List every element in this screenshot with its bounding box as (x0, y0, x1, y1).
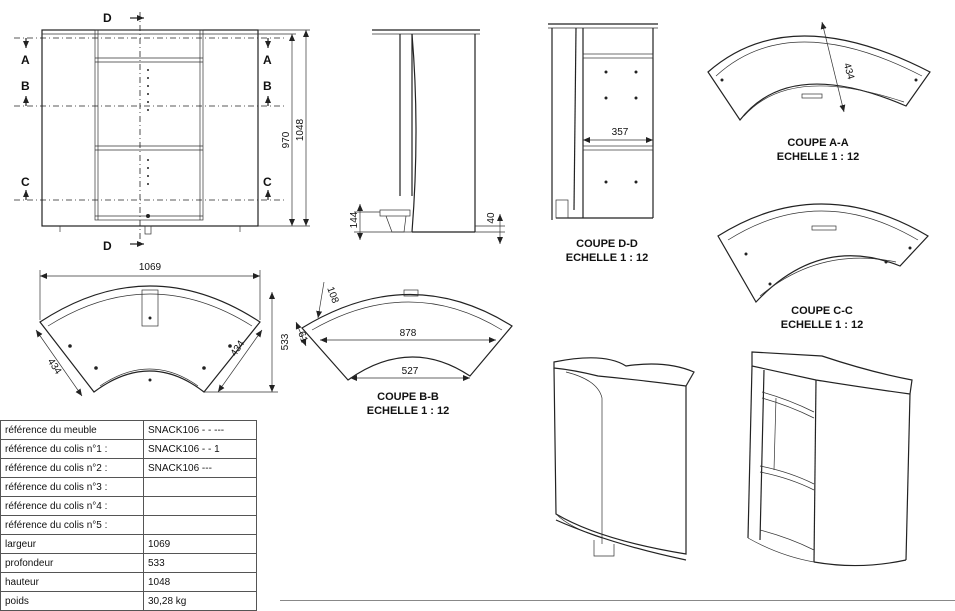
spec-label: référence du meuble (0, 420, 144, 440)
spec-label: référence du colis n°1 : (0, 439, 144, 459)
spec-value: 30,28 kg (143, 591, 257, 611)
spec-label: poids (0, 591, 144, 611)
cut-letter-b-left: B (21, 79, 30, 93)
spec-value: 533 (143, 553, 257, 573)
spec-label: profondeur (0, 553, 144, 573)
spec-value (143, 477, 257, 497)
cut-letter-d-bottom: D (103, 239, 112, 253)
spec-label: largeur (0, 534, 144, 554)
spec-value (143, 496, 257, 516)
table-row: hauteur 1048 (0, 572, 257, 592)
section-bb: 878 527 108 61 COUPE B-B ECHELLE 1 : 12 (295, 281, 513, 417)
spec-label: hauteur (0, 572, 144, 592)
front-elevation: D D A A B B C C 970 1048 (14, 11, 310, 253)
section-cc: COUPE C-C ECHELLE 1 : 12 (717, 203, 929, 331)
caption-dd-title: COUPE D-D (576, 238, 638, 250)
plan-view: 1069 533 434 434 (35, 262, 291, 397)
table-row: référence du colis n°1 : SNACK106 - - 1 (0, 439, 257, 459)
dim-inner-chord: 527 (402, 366, 419, 377)
table-row: largeur 1069 (0, 534, 257, 554)
table-row: profondeur 533 (0, 553, 257, 573)
side-elevation: 144 40 (349, 29, 505, 244)
spec-label: référence du colis n°3 : (0, 477, 144, 497)
spec-label: référence du colis n°5 : (0, 515, 144, 535)
dim-base-right: 40 (486, 212, 497, 224)
table-row: poids 30,28 kg (0, 591, 257, 611)
spec-value: SNACK106 --- (143, 458, 257, 478)
dim-plan-width: 1069 (139, 262, 162, 273)
cut-letter-a-left: A (21, 53, 30, 67)
spec-table: référence du meuble SNACK106 - - --- réf… (0, 420, 257, 611)
cut-letter-a-right: A (263, 53, 272, 67)
caption-dd-scale: ECHELLE 1 : 12 (566, 252, 649, 264)
dim-radial-aa: 434 (841, 62, 856, 81)
perspective-front (553, 357, 695, 561)
cut-letter-c-left: C (21, 175, 30, 189)
table-row: référence du colis n°2 : SNACK106 --- (0, 458, 257, 478)
cut-letter-c-right: C (263, 175, 272, 189)
spec-value: 1048 (143, 572, 257, 592)
dim-total-height: 1048 (295, 118, 306, 141)
section-dd: 357 COUPE D-D ECHELLE 1 : 12 (548, 23, 658, 264)
spec-value: SNACK106 - - --- (143, 420, 257, 440)
caption-cc-scale: ECHELLE 1 : 12 (781, 319, 864, 331)
table-row: référence du colis n°4 : (0, 496, 257, 516)
caption-bb-scale: ECHELLE 1 : 12 (367, 405, 450, 417)
dim-base-left: 144 (349, 211, 360, 228)
table-row: référence du colis n°3 : (0, 477, 257, 497)
dim-inner-height: 970 (281, 131, 292, 148)
table-row: référence du colis n°5 : (0, 515, 257, 535)
perspective-back (747, 351, 913, 567)
dim-small-a: 108 (324, 285, 340, 305)
dim-small-b: 61 (295, 330, 309, 345)
caption-aa-scale: ECHELLE 1 : 12 (777, 151, 860, 163)
title-block-rule (280, 600, 955, 601)
cut-letter-d-top: D (103, 11, 112, 25)
caption-bb-title: COUPE B-B (377, 391, 439, 403)
section-aa: 434 COUPE A-A ECHELLE 1 : 12 (707, 21, 931, 163)
spec-label: référence du colis n°4 : (0, 496, 144, 516)
dim-plan-depth: 533 (280, 333, 291, 350)
caption-cc-title: COUPE C-C (791, 305, 853, 317)
cut-letter-b-right: B (263, 79, 272, 93)
spec-value: 1069 (143, 534, 257, 554)
spec-value (143, 515, 257, 535)
dim-plan-side-left: 434 (45, 357, 64, 377)
spec-value: SNACK106 - - 1 (143, 439, 257, 459)
table-row: référence du meuble SNACK106 - - --- (0, 420, 257, 440)
dim-shelf-width: 357 (612, 127, 629, 138)
dim-outer-chord: 878 (400, 328, 417, 339)
spec-label: référence du colis n°2 : (0, 458, 144, 478)
caption-aa-title: COUPE A-A (787, 137, 848, 149)
